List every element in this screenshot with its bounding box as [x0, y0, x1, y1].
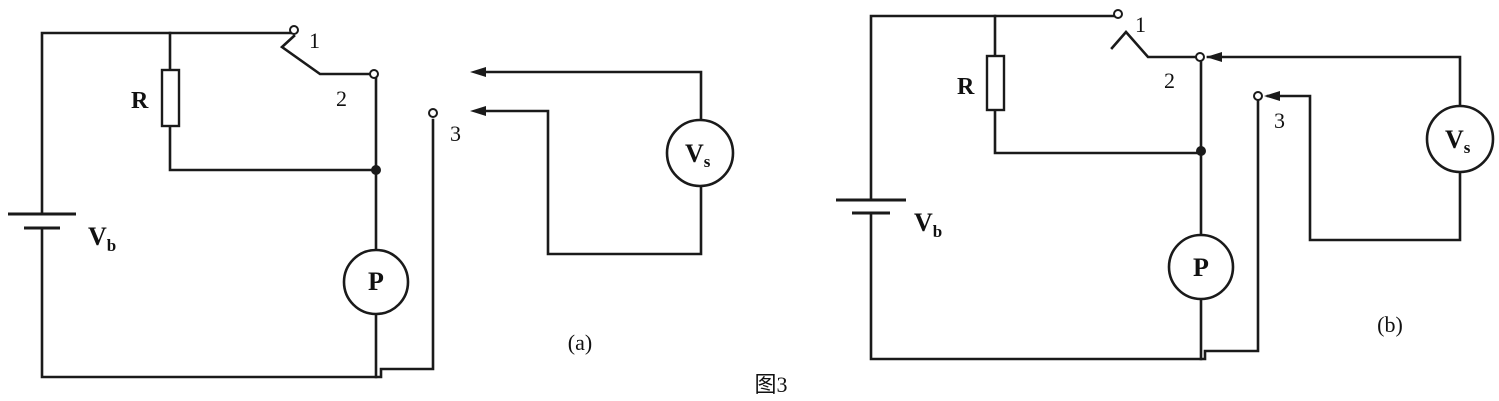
- wire-b-vs-bottom: [1266, 94, 1462, 242]
- terminal-1-a: [289, 25, 299, 35]
- meter-vs-a: [665, 118, 735, 188]
- wire-b-left-upper: [869, 14, 1116, 201]
- meter-vs-b: [1425, 104, 1495, 174]
- terminal-3-a: [428, 108, 438, 118]
- label-battery-a: Vb: [88, 222, 116, 255]
- wire-a-left-lower: [40, 118, 435, 379]
- arrow-b-top: [1206, 52, 1222, 62]
- resistor-b: [985, 54, 1006, 112]
- label-terminal-1-a: 1: [309, 28, 320, 53]
- caption-b: (b): [1377, 312, 1403, 337]
- junction-dot-b: [1196, 146, 1206, 156]
- label-battery-b: Vb: [914, 208, 942, 241]
- terminal-2-b: [1195, 52, 1205, 62]
- caption-a: (a): [568, 330, 592, 355]
- resistor-a: [160, 68, 181, 128]
- label-terminal-3-a: 3: [450, 121, 461, 146]
- switch-blade-b: [1110, 30, 1198, 59]
- label-terminal-2-a: 2: [336, 86, 347, 111]
- panel-b: 1 2 3 R Vb P Vs (b): [836, 9, 1495, 361]
- arrow-b-bottom: [1264, 91, 1280, 101]
- label-resistor-a: R: [131, 88, 149, 114]
- terminal-1-b: [1113, 9, 1123, 19]
- wire-a-left-upper: [40, 31, 295, 215]
- label-meter-p-a: P: [368, 267, 384, 296]
- label-terminal-3-b: 3: [1274, 108, 1285, 133]
- wire-b-resistor: [993, 14, 1203, 155]
- wire-a-vs-bottom: [478, 109, 703, 256]
- meter-p-b: [1167, 233, 1235, 301]
- wire-a-resistor: [168, 31, 378, 172]
- switch-blade-a: [279, 34, 374, 76]
- meter-p-a: [342, 248, 410, 316]
- figure-caption: 图3: [754, 372, 787, 397]
- label-resistor-b: R: [957, 74, 975, 100]
- arrow-a-bottom: [470, 106, 486, 116]
- wire-a-vs-top: [478, 70, 703, 122]
- label-meter-vs-a: Vs: [685, 139, 711, 171]
- wire-b-left-lower: [869, 98, 1260, 361]
- junction-dot-a: [371, 165, 381, 175]
- label-meter-vs-b: Vs: [1445, 125, 1471, 157]
- label-terminal-1-b: 1: [1135, 12, 1146, 37]
- arrow-a-top: [470, 67, 486, 77]
- terminal-3-b: [1253, 91, 1263, 101]
- label-meter-p-b: P: [1193, 253, 1209, 282]
- label-terminal-2-b: 2: [1164, 68, 1175, 93]
- panel-a: 1 2 3 R Vb P Vs (a): [8, 25, 735, 379]
- wire-b-vs-top: [1206, 55, 1462, 108]
- terminal-2-a: [369, 69, 379, 79]
